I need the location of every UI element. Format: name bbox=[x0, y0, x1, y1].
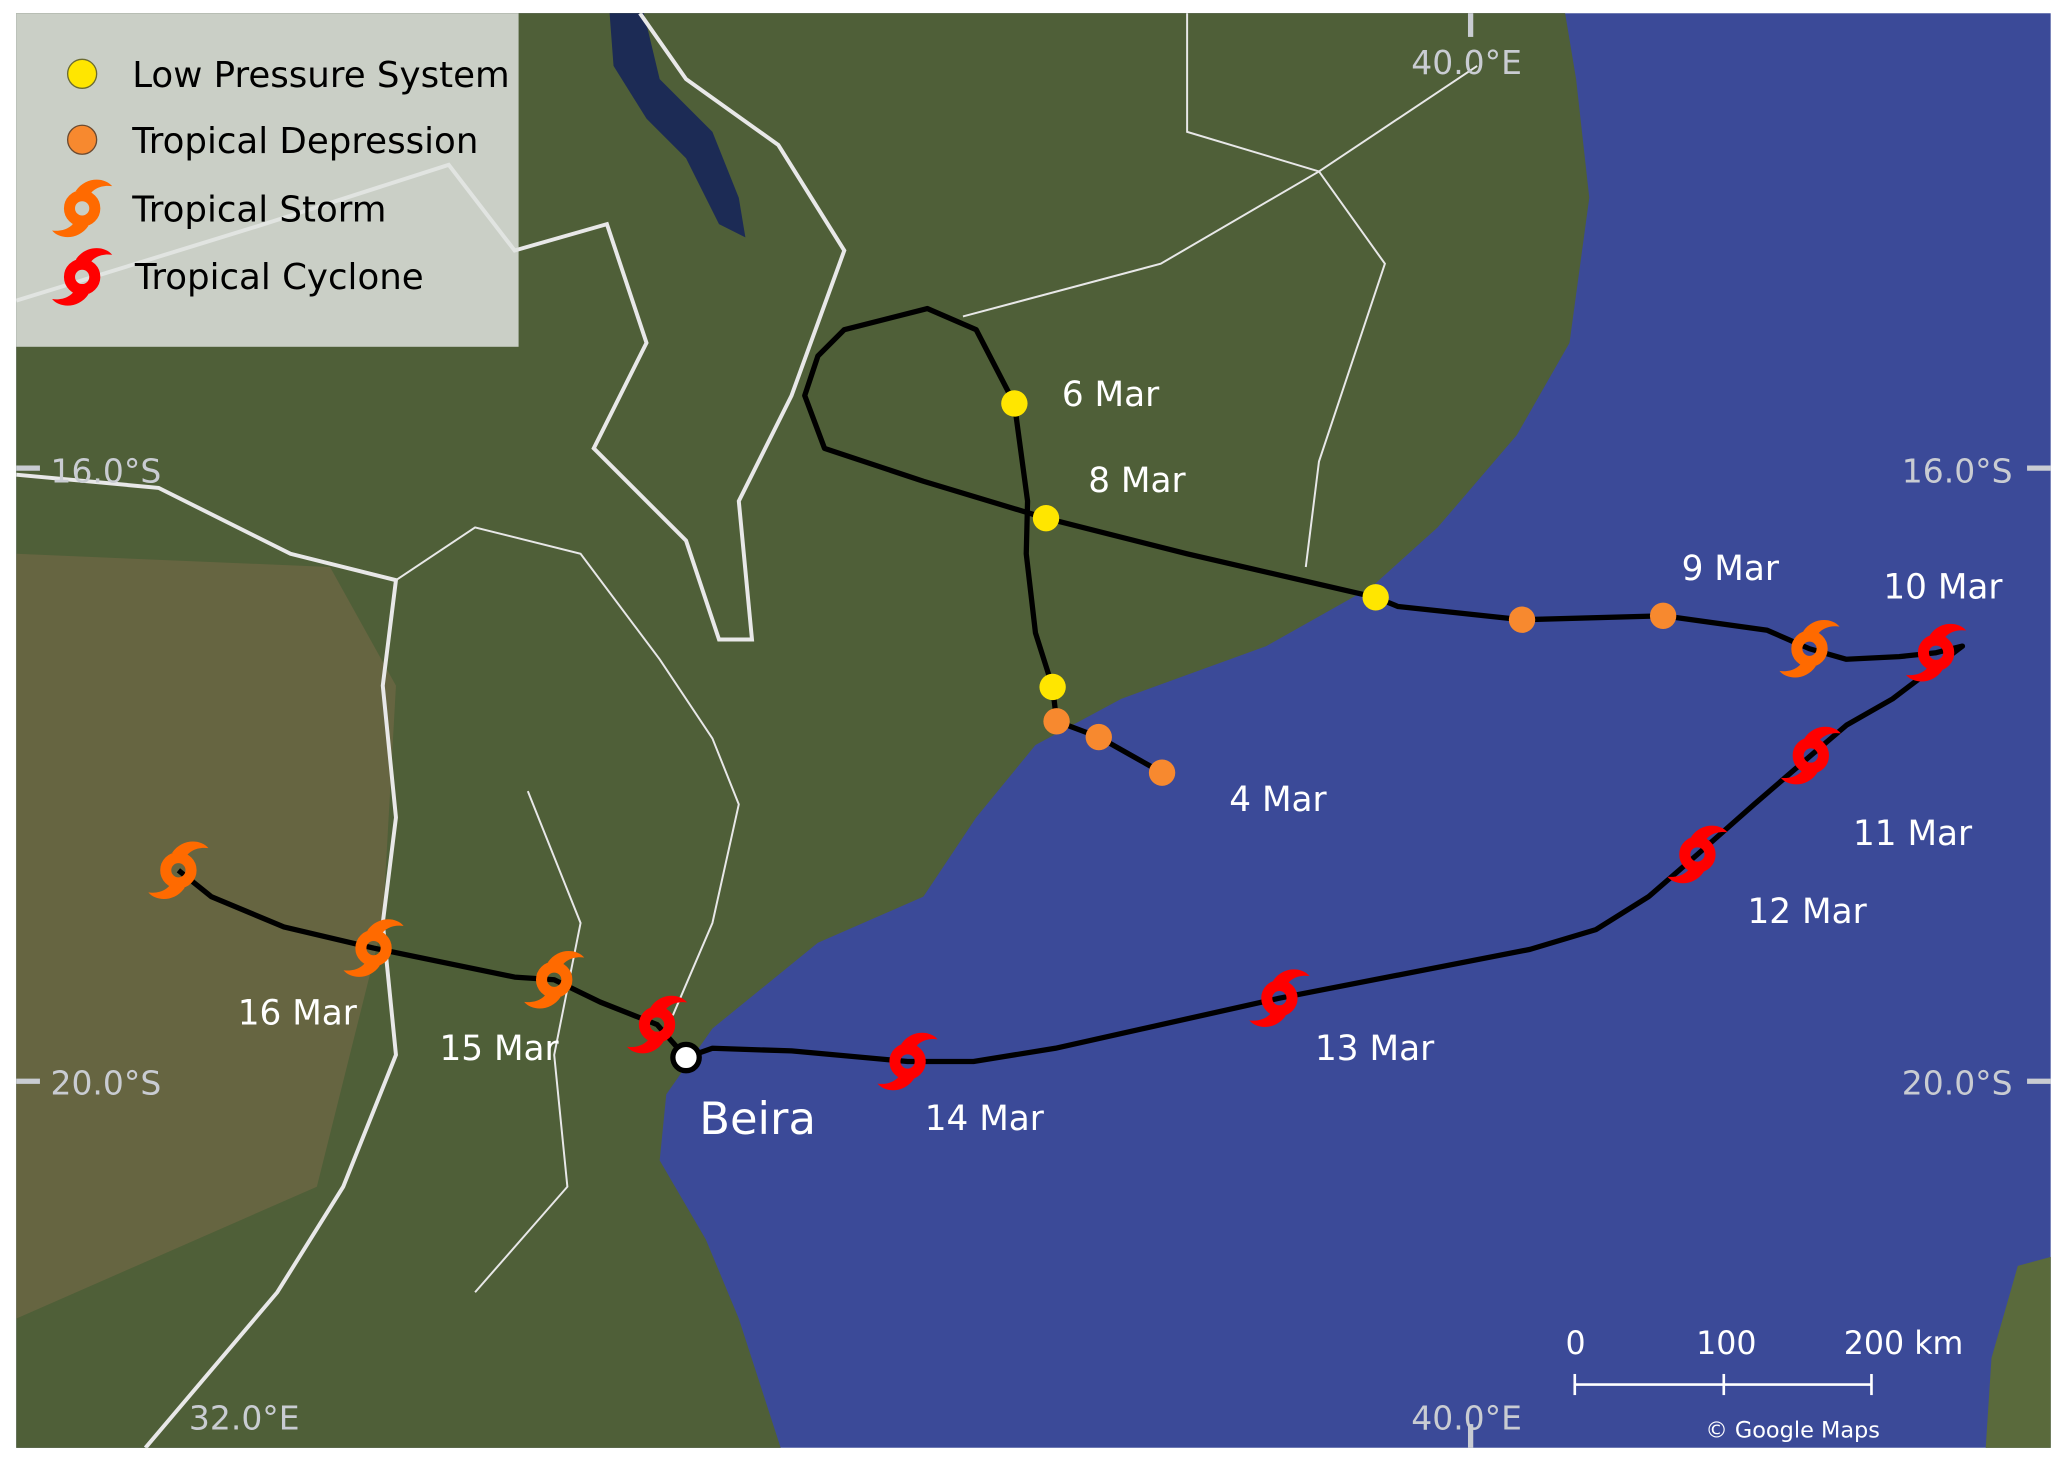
low-pressure-marker bbox=[1032, 505, 1060, 532]
scale-label-100: 100 bbox=[1696, 1326, 1756, 1362]
legend-label: Tropical Storm bbox=[131, 190, 386, 231]
date-label: 10 Mar bbox=[1883, 568, 2003, 608]
date-label: 16 Mar bbox=[238, 994, 358, 1034]
date-label: 9 Mar bbox=[1682, 549, 1780, 589]
lon-label-bottom-40: 40.0°E bbox=[1411, 1398, 1522, 1437]
date-label: 6 Mar bbox=[1062, 375, 1160, 415]
low-pressure-marker bbox=[1039, 673, 1066, 701]
lon-label-top-40: 40.0°E bbox=[1411, 43, 1522, 82]
lat-label-left-20: 20.0°S bbox=[50, 1063, 161, 1102]
low-pressure-marker bbox=[1362, 584, 1389, 611]
orange-dot-icon bbox=[66, 124, 98, 155]
lake-malawi bbox=[609, 13, 746, 238]
lat-label-right-16: 16.0°S bbox=[1902, 452, 2013, 491]
city-label-beira: Beira bbox=[699, 1092, 816, 1145]
land-africa bbox=[16, 13, 1590, 1448]
lon-label-bottom-32: 32.0°E bbox=[189, 1398, 300, 1437]
date-label: 14 Mar bbox=[925, 1099, 1045, 1139]
date-label: 15 Mar bbox=[439, 1029, 559, 1069]
yellow-dot-icon bbox=[66, 58, 98, 90]
scale-label-0: 0 bbox=[1566, 1326, 1586, 1362]
date-label: 4 Mar bbox=[1229, 780, 1327, 820]
tropical-depression-marker bbox=[1085, 723, 1112, 751]
track-markers bbox=[148, 390, 1966, 1090]
date-label: 8 Mar bbox=[1088, 461, 1186, 501]
date-label: 13 Mar bbox=[1315, 1029, 1435, 1069]
lat-label-right-20: 20.0°S bbox=[1902, 1063, 2013, 1102]
graticule bbox=[16, 13, 2051, 1448]
low-pressure-marker bbox=[1001, 390, 1028, 417]
beira-city-marker bbox=[670, 1041, 702, 1074]
tropical-depression-marker bbox=[1043, 708, 1070, 735]
land-madagascar bbox=[1985, 1256, 2051, 1448]
tropical-depression-marker bbox=[1508, 606, 1536, 633]
attribution: © Google Maps bbox=[1705, 1417, 1880, 1443]
land-arid-west bbox=[16, 553, 396, 1319]
legend-label: Tropical Cyclone bbox=[134, 257, 424, 298]
scale-bar bbox=[1573, 1373, 1873, 1396]
lat-label-left-16: 16.0°S bbox=[50, 452, 161, 491]
tropical-depression-marker bbox=[1649, 602, 1677, 629]
legend-label: Low Pressure System bbox=[132, 55, 509, 96]
legend-label: Tropical Depression bbox=[131, 121, 478, 162]
date-label: 11 Mar bbox=[1853, 814, 1973, 854]
tropical-depression-marker bbox=[1148, 759, 1176, 786]
scale-label-200: 200 km bbox=[1844, 1326, 1964, 1362]
date-label: 12 Mar bbox=[1748, 892, 1868, 932]
legend: Low Pressure System Tropical Depression … bbox=[16, 13, 519, 347]
